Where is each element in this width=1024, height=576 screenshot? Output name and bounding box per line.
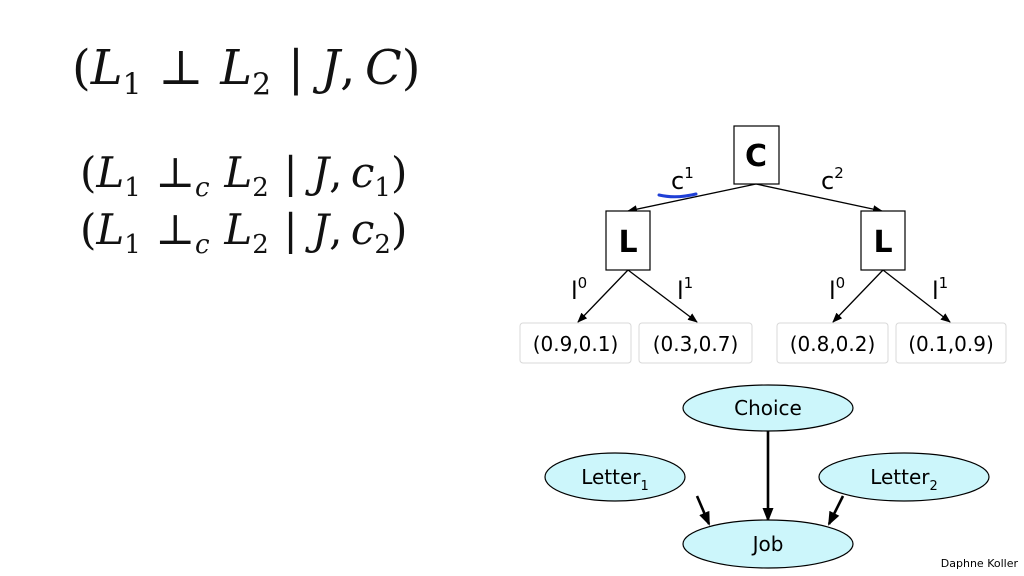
node-choice-label: Choice [734, 396, 802, 420]
tree-left-l-node [605, 210, 651, 271]
leaf-box-1 [519, 322, 632, 364]
node-job [682, 519, 854, 569]
tree-edge-right-l1 [882, 269, 951, 323]
node-job-label: Job [751, 532, 784, 556]
tree-left-l-label: L [618, 225, 637, 260]
tree-root-label: C [745, 139, 767, 174]
bayes-network: Choice Letter1 Letter2 Job [544, 384, 990, 569]
node-choice [682, 384, 854, 432]
branch-label-left-l1: l1 [677, 274, 693, 305]
branch-label-right-l1: l1 [932, 274, 948, 305]
equation-independence: (L1⊥L2|J,C) [72, 40, 421, 103]
leaf-box-3 [776, 322, 889, 364]
tree-edge-c2 [755, 183, 883, 214]
branch-label-c1: c1 [671, 164, 694, 195]
node-letter2 [818, 452, 990, 502]
tree-right-l-label: L [873, 225, 892, 260]
tree-edge-right-l0 [832, 269, 884, 323]
author-credit: Daphne Koller [940, 557, 1018, 570]
leaf-box-4 [895, 322, 1007, 364]
leaf-distribution-2: (0.3,0.7) [653, 332, 739, 356]
tree-edge-c1 [627, 183, 757, 214]
leaf-distribution-4: (0.1,0.9) [908, 332, 994, 356]
branch-label-right-l0: l0 [829, 274, 845, 305]
node-letter1-label: Letter1 [581, 465, 649, 494]
edge-letter1-job [695, 495, 711, 526]
tree-edge-left-l1 [627, 269, 698, 323]
tree-cpd: C c1 c2 L L l0 l1 l0 l1 (0.9,0.1) (0.3,0… [519, 125, 1007, 364]
leaf-box-2 [638, 322, 753, 364]
tree-edge-left-l0 [577, 269, 629, 323]
node-letter1 [544, 452, 686, 502]
branch-label-c2: c2 [821, 164, 844, 195]
c1-highlight-mark [657, 192, 698, 199]
edge-letter2-job [827, 495, 845, 526]
leaf-distribution-1: (0.9,0.1) [533, 332, 619, 356]
node-letter2-label: Letter2 [870, 465, 938, 494]
leaf-distribution-3: (0.8,0.2) [790, 332, 876, 356]
branch-label-left-l0: l0 [571, 274, 587, 305]
